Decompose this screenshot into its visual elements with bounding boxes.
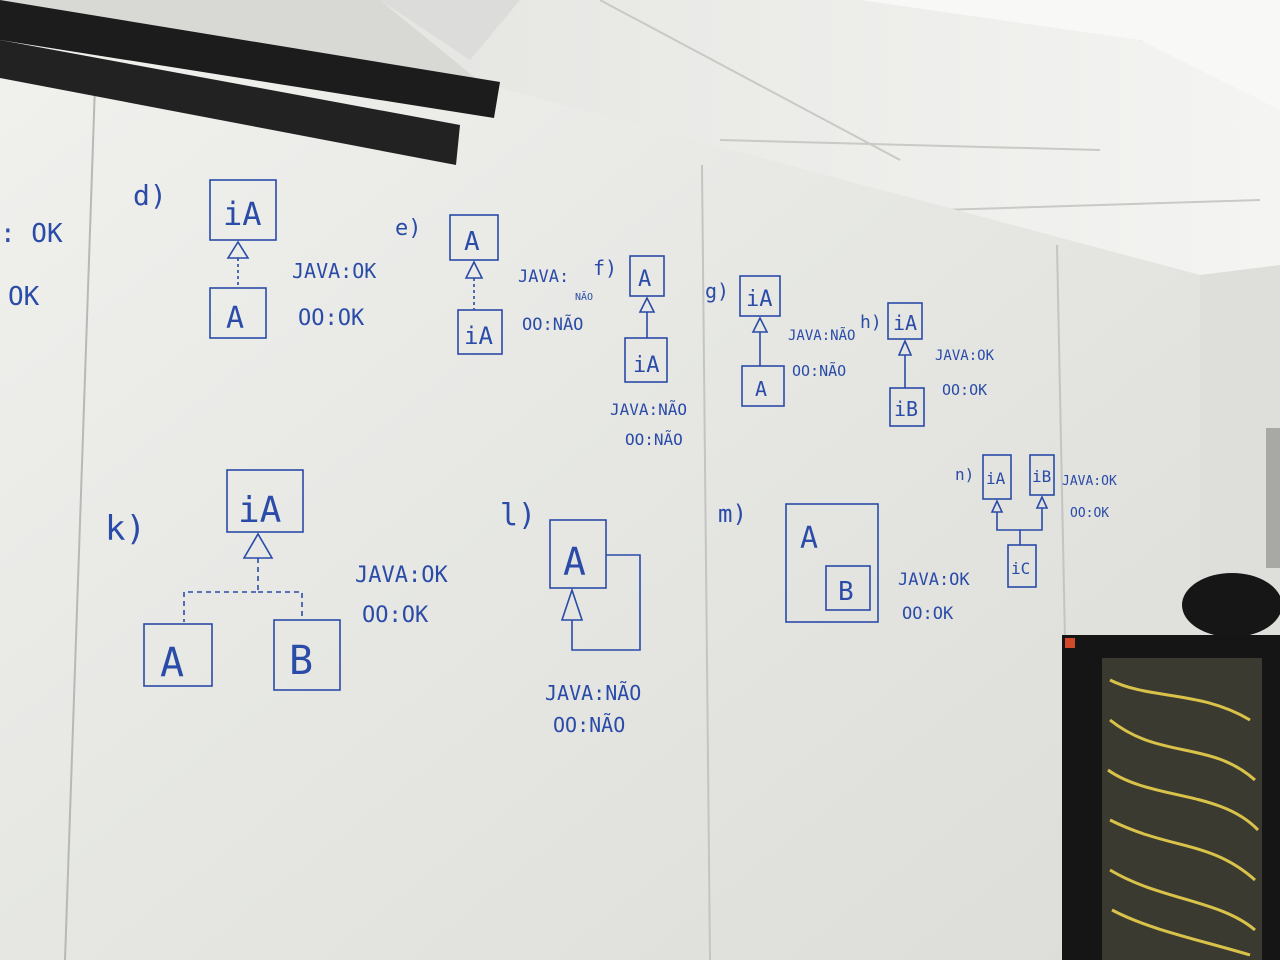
g-box-bottom-text: A [755,377,767,401]
k-box-top-text: iA [238,490,282,531]
k-box-left [143,623,213,687]
ceiling-grid-line [939,199,1261,211]
m-label: m) [718,500,747,528]
k-oo: OO:OK [362,603,429,628]
e-box-top [449,214,499,261]
edge-note-2: OK [8,282,40,312]
f-box-bottom-text: iA [633,353,660,378]
g-box-top [739,275,781,317]
diagram-f: f) A iA JAVA:NÃO OO:NÃO [593,255,687,449]
diagram-e: e) A iA JAVA: NÃO OO:NÃO [395,214,593,355]
d-box-bottom-text: A [226,301,244,336]
m-oo: OO:OK [902,604,954,624]
backpack [1182,573,1280,637]
f-label: f) [593,256,617,280]
diagram-g: g) iA A JAVA:NÃO OO:NÃO [705,275,855,407]
diagram-h: h) iA iB JAVA:OK OO:OK [860,302,995,427]
edge-note-1: : OK [0,219,63,249]
ceiling-grid-line [719,139,1101,151]
e-oo: OO:NÃO [522,313,583,335]
d-box-bottom [209,287,267,339]
g-box-bottom [741,365,785,407]
d-java: JAVA:OK [292,259,376,283]
whiteboard [0,0,1200,960]
l-box [549,519,607,589]
n-box-top-right-text: iB [1032,467,1051,486]
l-self-link [571,554,641,651]
rack-cables [1107,678,1260,957]
d-oo: OO:OK [298,306,365,331]
e-box-bottom-text: iA [464,322,493,350]
h-box-bottom-text: iB [894,397,918,421]
n-link-left [996,512,1021,545]
e-java-value: NÃO [575,290,593,303]
edge-left-notes: : OK OK [0,219,63,312]
g-oo: OO:NÃO [792,361,846,380]
l-label: l) [500,498,536,533]
projector-screen-roll [0,0,500,118]
h-oo: OO:OK [942,381,987,399]
l-box-text: A [563,540,586,584]
f-java: JAVA:NÃO [610,400,687,419]
h-box-top-text: iA [893,311,917,335]
wall-fixture [1266,428,1280,568]
n-box-top-left-text: iA [986,469,1006,488]
d-box-top-text: iA [223,195,262,233]
projector-screen-roll [0,40,460,165]
m-java: JAVA:OK [898,570,970,590]
l-oo: OO:NÃO [553,713,625,737]
diagram-n: n) iA iB iC JAVA:OK OO:OK [955,454,1117,588]
k-box-left-text: A [160,640,184,686]
d-box-top [209,179,277,241]
n-link-right [1020,508,1043,531]
k-box-top [226,469,304,533]
n-box-top-right [1029,454,1055,496]
n-box-bottom-text: iC [1011,559,1030,578]
k-label: k) [105,509,146,549]
n-label: n) [955,465,974,484]
m-box-inner-text: B [838,577,854,607]
projector-mount [380,0,520,60]
n-oo: OO:OK [1070,506,1109,521]
e-java: JAVA: [518,267,569,287]
k-java: JAVA:OK [355,563,448,588]
f-box-top [629,255,665,297]
m-box-outer-text: A [800,521,818,556]
n-java: JAVA:OK [1062,474,1117,489]
d-label: d) [133,179,167,212]
m-box-outer [785,503,879,623]
e-box-top-text: A [464,227,480,257]
l-java: JAVA:NÃO [545,681,641,705]
board-seam [701,164,711,960]
ceiling-grid-line [599,0,901,161]
e-label: e) [395,216,422,241]
diagram-k: k) iA A B JAVA:OK OO:OK [105,469,448,691]
h-box-bottom [889,387,925,427]
rack-interior [1102,658,1262,960]
diagram-m: m) A B JAVA:OK OO:OK [718,500,970,624]
f-box-bottom [624,337,668,383]
diagram-d: d) iA A JAVA:OK OO:OK [133,179,376,339]
k-box-right [273,619,341,691]
f-oo: OO:NÃO [625,430,683,449]
n-box-top-left [982,454,1012,500]
k-box-right-text: B [289,638,313,684]
g-label: g) [705,279,729,303]
board-seam [64,84,96,960]
h-java: JAVA:OK [935,348,995,364]
ceiling-beam [860,0,1280,110]
g-java: JAVA:NÃO [788,327,855,344]
h-label: h) [860,312,882,333]
f-box-top-text: A [638,267,651,292]
e-box-bottom [457,309,503,355]
g-box-top-text: iA [746,287,773,312]
board-seam [1056,244,1066,641]
rack-badge [1065,638,1075,648]
diagram-l: l) A JAVA:NÃO OO:NÃO [500,498,641,737]
m-box-inner [825,565,871,611]
n-box-bottom [1007,544,1037,588]
